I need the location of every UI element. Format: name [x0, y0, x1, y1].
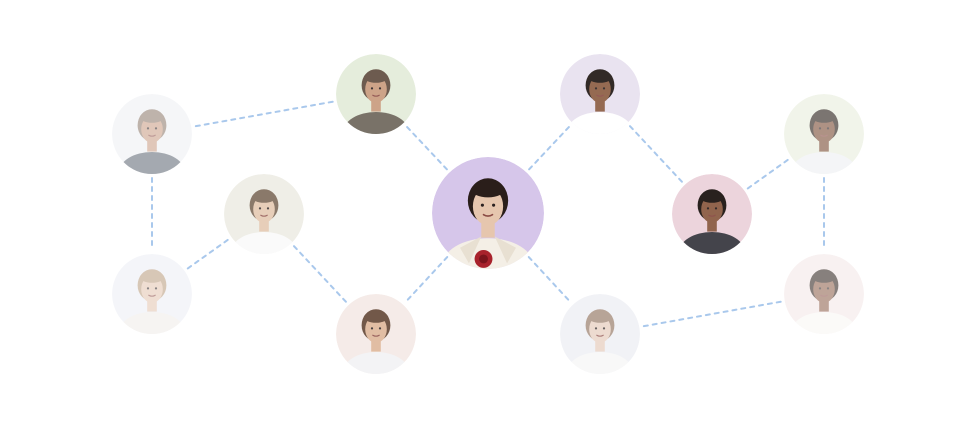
woman-white-blazer-red-rose-avatar[interactable] [432, 157, 544, 294]
connection-line-top-mid-right-to-mid-right [629, 125, 683, 183]
woman-curly-hair-avatar[interactable] [784, 254, 864, 352]
connection-line-center-to-bottom-mid-right [527, 256, 572, 303]
connection-line-center-to-bottom-mid-left [404, 256, 449, 303]
woman-long-hair-avatar[interactable] [112, 254, 192, 352]
smiling-man-turtleneck-avatar[interactable] [672, 174, 752, 272]
man-light-jacket-avatar[interactable] [784, 94, 864, 192]
person-covering-face-avatar[interactable] [560, 294, 640, 392]
young-man-white-shirt-avatar[interactable] [224, 174, 304, 272]
connection-line-top-mid-left-to-top-left [194, 100, 334, 128]
bearded-man-denim-jacket-avatar[interactable] [112, 94, 192, 192]
connection-line-bottom-right-to-bottom-mid-right [642, 300, 782, 328]
woman-wavy-hair-avatar[interactable] [336, 294, 416, 392]
avatar-nodes [112, 54, 864, 392]
bearded-man-smiling-avatar[interactable] [336, 54, 416, 152]
curly-hair-woman-avatar[interactable] [560, 54, 640, 152]
connection-line-mid-right-to-top-right [746, 158, 790, 190]
connection-line-center-to-top-mid-left [405, 125, 448, 171]
connection-line-mid-left-to-bottom-mid-left [293, 245, 347, 303]
connection-lines [151, 100, 825, 328]
connection-line-bottom-left-to-mid-left [186, 238, 230, 270]
connection-line-center-to-top-mid-right [528, 125, 571, 171]
